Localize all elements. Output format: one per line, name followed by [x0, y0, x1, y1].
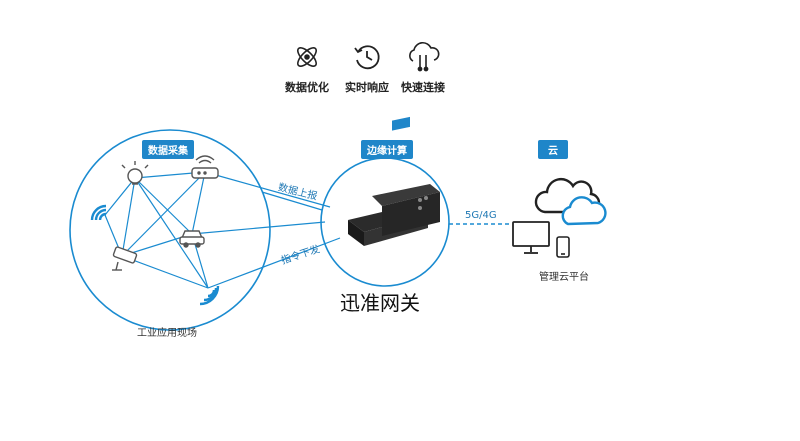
- caption-field: 工业应用现场: [137, 328, 197, 339]
- gateway-title: 迅准网关: [340, 291, 420, 315]
- tag-edge-computing: 边缘计算: [361, 140, 413, 159]
- gateway-device-icon: [348, 116, 440, 246]
- feature-label-realtime-response: 实时响应: [345, 81, 389, 94]
- wifi-icon: [90, 204, 107, 221]
- phone-icon: [556, 236, 570, 258]
- link-label-network: 5G/4G: [465, 210, 497, 221]
- feature-label-fast-connect: 快速连接: [401, 81, 445, 94]
- car-icon: [179, 230, 205, 248]
- signal-icon: [199, 285, 220, 306]
- feature-label-data-optimization: 数据优化: [285, 81, 329, 94]
- field-circle: [69, 129, 271, 331]
- atom-icon: [297, 47, 317, 67]
- caption-platform: 管理云平台: [539, 272, 589, 283]
- camera-icon: [112, 246, 138, 271]
- router-icon: [191, 155, 219, 179]
- cloud-connect-icon: [409, 42, 440, 72]
- tag-cloud: 云: [538, 140, 568, 159]
- cloud-icon: [534, 177, 607, 226]
- tag-data-collection: 数据采集: [142, 140, 194, 159]
- bulb-icon: [121, 161, 149, 185]
- monitor-icon: [512, 221, 550, 254]
- history-clock-icon: [354, 45, 380, 70]
